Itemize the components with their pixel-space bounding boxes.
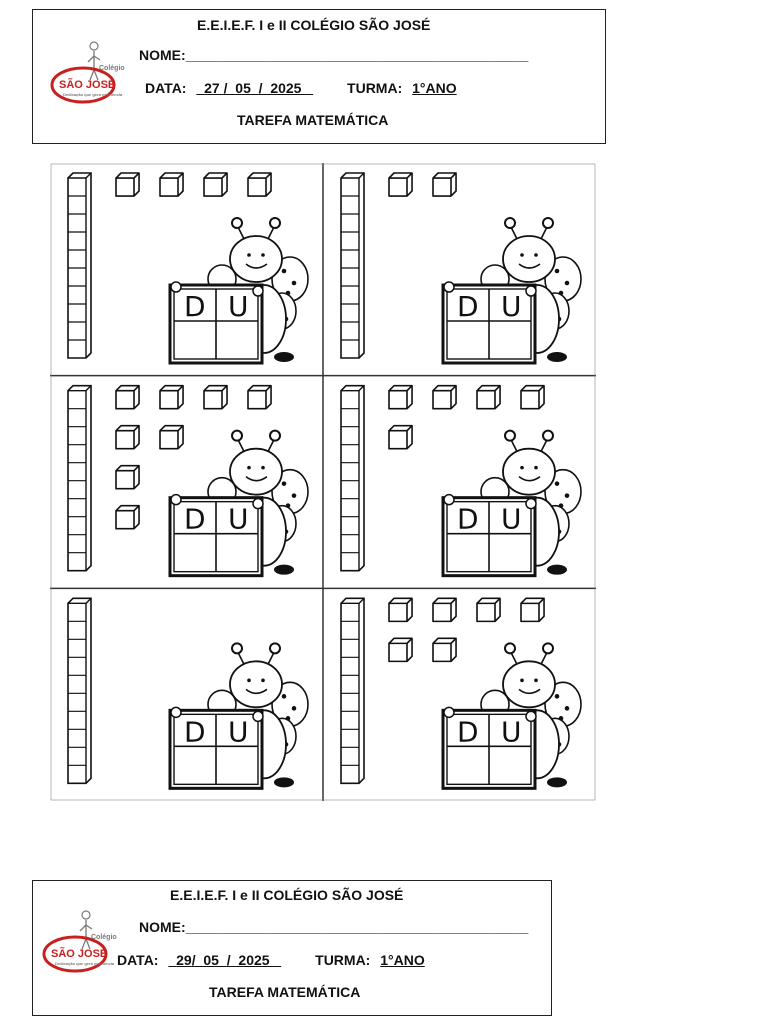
task-title: TAREFA MATEMÁTICA [237,112,389,128]
ten-rod-icon [67,384,92,572]
unit-cube-icon [476,597,501,623]
unit-cube-icon [203,172,228,197]
unit-cube-icon [432,637,457,663]
unit-cube-icon [247,172,272,197]
svg-text:Dedicação que gera excelência: Dedicação que gera excelência [55,961,115,966]
task-title: TAREFA MATEMÁTICA [209,984,361,1000]
nome-line[interactable]: NOME:___________________________________… [139,47,529,63]
svg-text:Dedicação que gera excelência: Dedicação que gera excelência [63,92,123,97]
unit-cube-icon [115,464,140,490]
school-logo: Colégio SÃO JOSÉ Dedicação que gera exce… [41,909,117,975]
school-logo: Colégio SÃO JOSÉ Dedicação que gera exce… [49,40,125,106]
unit-cube-icon [520,384,545,410]
unit-cube-icon [159,424,184,450]
unit-cube-icon [476,384,501,410]
tens-label: D [457,715,479,748]
worksheet-border [50,163,596,801]
units-label: U [228,715,249,748]
unit-cube-icon [388,597,413,623]
header-box-2: E.E.I.E.F. I e II COLÉGIO SÃO JOSÉ Colég… [32,880,552,1016]
school-name: E.E.I.E.F. I e II COLÉGIO SÃO JOSÉ [197,17,431,33]
unit-cube-icon [115,504,140,530]
unit-cube-icon [159,172,184,197]
unit-cube-icon [388,172,413,197]
ten-rod-icon [340,384,365,572]
ten-rod-icon [67,597,92,785]
header-box-1: E.E.I.E.F. I e II COLÉGIO SÃO JOSÉ Colég… [32,9,606,144]
unit-cube-icon [432,384,457,410]
units-label: U [501,290,522,323]
school-logo-icon: Colégio SÃO JOSÉ Dedicação que gera exce… [42,910,117,973]
ten-rod-icon [340,597,365,785]
units-label: U [228,290,249,323]
tens-label: D [184,503,206,536]
units-label: U [228,503,249,536]
unit-cube-icon [388,424,413,450]
ten-rod-icon [340,172,365,359]
unit-cube-icon [520,597,545,623]
unit-cube-icon [432,172,457,197]
unit-cube-icon [115,172,140,197]
unit-cube-icon [388,384,413,410]
unit-cube-icon [432,597,457,623]
units-label: U [501,503,522,536]
school-name: E.E.I.E.F. I e II COLÉGIO SÃO JOSÉ [170,887,404,903]
unit-cube-icon [203,384,228,410]
svg-text:Colégio: Colégio [99,65,125,72]
svg-text:SÃO JOSÉ: SÃO JOSÉ [59,78,115,91]
tens-label: D [184,290,206,323]
tens-label: D [457,290,479,323]
school-logo-icon: Colégio SÃO JOSÉ Dedicação que gera exce… [50,41,125,104]
tens-label: D [457,503,479,536]
svg-text:Colégio: Colégio [91,934,117,941]
svg-text:SÃO JOSÉ: SÃO JOSÉ [51,947,107,960]
tens-label: D [184,715,206,748]
unit-cube-icon [115,424,140,450]
unit-cube-icon [115,384,140,410]
unit-cube-icon [159,384,184,410]
units-label: U [501,715,522,748]
ten-rod-icon [67,172,92,359]
unit-cube-icon [247,384,272,410]
data-line: DATA: 27 / 05 / 2025 TURMA: 1°ANO [145,80,457,96]
nome-line[interactable]: NOME:___________________________________… [139,919,529,935]
data-line: DATA: 29/ 05 / 2025 TURMA: 1°ANO [117,952,425,968]
unit-cube-icon [388,637,413,663]
